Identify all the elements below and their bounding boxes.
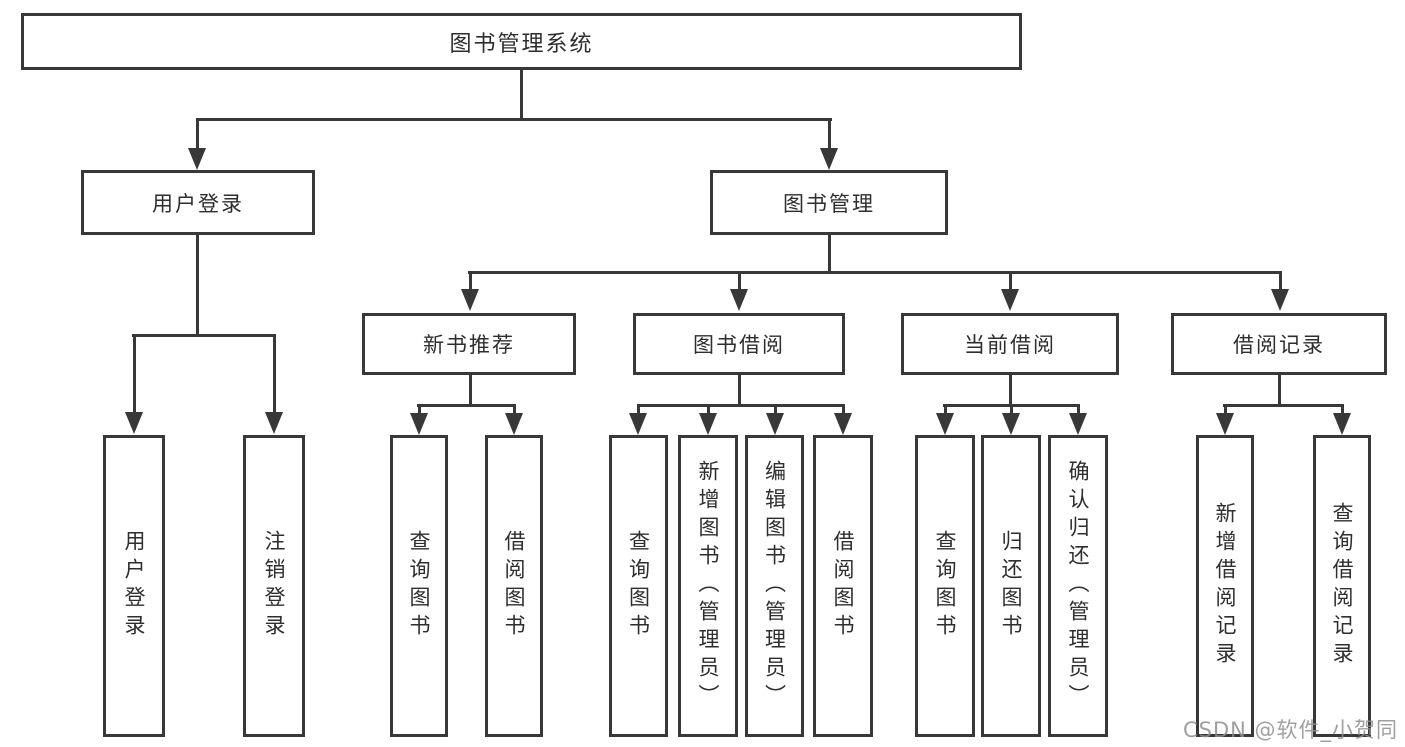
- arrowhead-down-icon: [1069, 413, 1087, 435]
- arrowhead-down-icon: [505, 413, 523, 435]
- connector-drop: [513, 404, 516, 416]
- arrowhead-down-icon: [766, 413, 784, 435]
- arrowhead-down-icon: [936, 413, 954, 435]
- node-new-book-recommend: 新书推荐: [362, 313, 576, 375]
- connector-currentborrow-stub: [1009, 375, 1012, 406]
- arrowhead-down-icon: [125, 412, 143, 434]
- connector-drop-new-book: [469, 271, 472, 293]
- leaf-borrow-add-books-admin: 新增图书（管理员）: [678, 435, 738, 737]
- node-label: 图书借阅: [693, 333, 785, 357]
- leaf-label: 借阅图书: [502, 530, 527, 642]
- connector-drop: [842, 404, 845, 416]
- connector-drop: [1341, 404, 1344, 416]
- connector-bookborrow-stub: [738, 375, 741, 406]
- arrowhead-down-icon: [699, 413, 717, 435]
- node-label: 借阅记录: [1233, 333, 1325, 357]
- leaf-borrow-borrow-books: 借阅图书: [813, 435, 873, 737]
- connector-drop: [418, 404, 421, 416]
- connector-drop-borrow-records: [1279, 271, 1282, 293]
- leaf-borrow-edit-books-admin: 编辑图书（管理员）: [745, 435, 804, 737]
- node-borrow-records: 借阅记录: [1171, 313, 1387, 375]
- node-root: 图书管理系统: [21, 13, 1022, 70]
- node-current-borrow: 当前借阅: [901, 313, 1119, 375]
- connector-drop-user-login: [196, 118, 199, 152]
- leaf-current-return-books: 归还图书: [981, 435, 1041, 737]
- leaf-label: 注销登录: [262, 530, 287, 642]
- leaf-logout: 注销登录: [243, 435, 305, 737]
- connector-userlogin-split: [132, 334, 276, 337]
- connector-drop: [1077, 404, 1080, 416]
- connector-drop: [637, 404, 640, 416]
- arrowhead-down-icon: [410, 413, 428, 435]
- leaf-newbook-query-books: 查询图书: [390, 435, 448, 737]
- leaf-label: 查询图书: [407, 530, 432, 642]
- connector-drop: [707, 404, 710, 416]
- leaf-label: 借阅图书: [831, 530, 856, 642]
- node-book-management: 图书管理: [710, 170, 948, 235]
- node-label: 当前借阅: [964, 333, 1056, 357]
- connector-drop: [1010, 404, 1013, 416]
- arrowhead-down-icon: [1271, 289, 1289, 311]
- connector-drop: [944, 404, 947, 416]
- node-root-label: 图书管理系统: [449, 31, 594, 57]
- leaf-newbook-borrow-books: 借阅图书: [485, 435, 543, 737]
- leaf-label: 归还图书: [999, 530, 1024, 642]
- leaf-label: 用户登录: [122, 530, 147, 642]
- connector-bookborrow-split: [637, 404, 845, 407]
- arrowhead-down-icon: [629, 413, 647, 435]
- connector-drop-book-borrow: [738, 271, 741, 293]
- connector-records-split: [1223, 404, 1344, 407]
- arrowhead-down-icon: [188, 148, 206, 170]
- node-user-login: 用户登录: [81, 170, 315, 235]
- connector-bookmgmt-stub: [828, 235, 831, 274]
- leaf-label: 查询借阅记录: [1330, 502, 1355, 670]
- arrowhead-down-icon: [820, 148, 838, 170]
- leaf-label: 新增借阅记录: [1213, 502, 1238, 670]
- leaf-user-login: 用户登录: [103, 435, 165, 737]
- connector-userlogin-stub: [196, 235, 199, 336]
- arrowhead-down-icon: [461, 289, 479, 311]
- node-book-borrow: 图书借阅: [633, 313, 845, 375]
- connector-bookmgmt-split: [468, 271, 1282, 274]
- arrowhead-down-icon: [730, 289, 748, 311]
- leaf-label: 查询图书: [626, 530, 651, 642]
- leaf-current-confirm-return-admin: 确认归还（管理员）: [1048, 435, 1108, 737]
- connector-newbook-stub: [469, 375, 472, 406]
- node-label: 用户登录: [152, 191, 244, 216]
- connector-drop-leaf-user-login: [133, 334, 136, 416]
- node-label: 图书管理: [783, 191, 875, 216]
- csdn-watermark: CSDN @软件_小贺同学: [1183, 718, 1399, 742]
- arrowhead-down-icon: [1001, 289, 1019, 311]
- node-label: 新书推荐: [423, 333, 515, 357]
- connector-newbook-split: [417, 404, 515, 407]
- leaf-borrow-query-books: 查询图书: [609, 435, 668, 737]
- leaf-records-add-record: 新增借阅记录: [1196, 435, 1254, 737]
- connector-drop-leaf-logout: [273, 334, 276, 416]
- arrowhead-down-icon: [834, 413, 852, 435]
- arrowhead-down-icon: [265, 412, 283, 434]
- leaf-current-query-books: 查询图书: [915, 435, 975, 737]
- connector-drop-current-borrow: [1009, 271, 1012, 293]
- leaf-label: 查询图书: [933, 530, 958, 642]
- connector-records-stub: [1278, 375, 1281, 406]
- leaf-label: 新增图书（管理员）: [696, 460, 721, 712]
- leaf-label: 编辑图书（管理员）: [762, 460, 787, 712]
- connector-drop: [774, 404, 777, 416]
- connector-root-split: [196, 118, 832, 121]
- leaf-label: 确认归还（管理员）: [1066, 460, 1091, 712]
- connector-drop: [1224, 404, 1227, 416]
- arrowhead-down-icon: [1002, 413, 1020, 435]
- connector-root-stub: [520, 70, 523, 118]
- arrowhead-down-icon: [1333, 413, 1351, 435]
- arrowhead-down-icon: [1216, 413, 1234, 435]
- leaf-records-query-record: 查询借阅记录: [1313, 435, 1371, 737]
- connector-drop-book-management: [828, 118, 831, 152]
